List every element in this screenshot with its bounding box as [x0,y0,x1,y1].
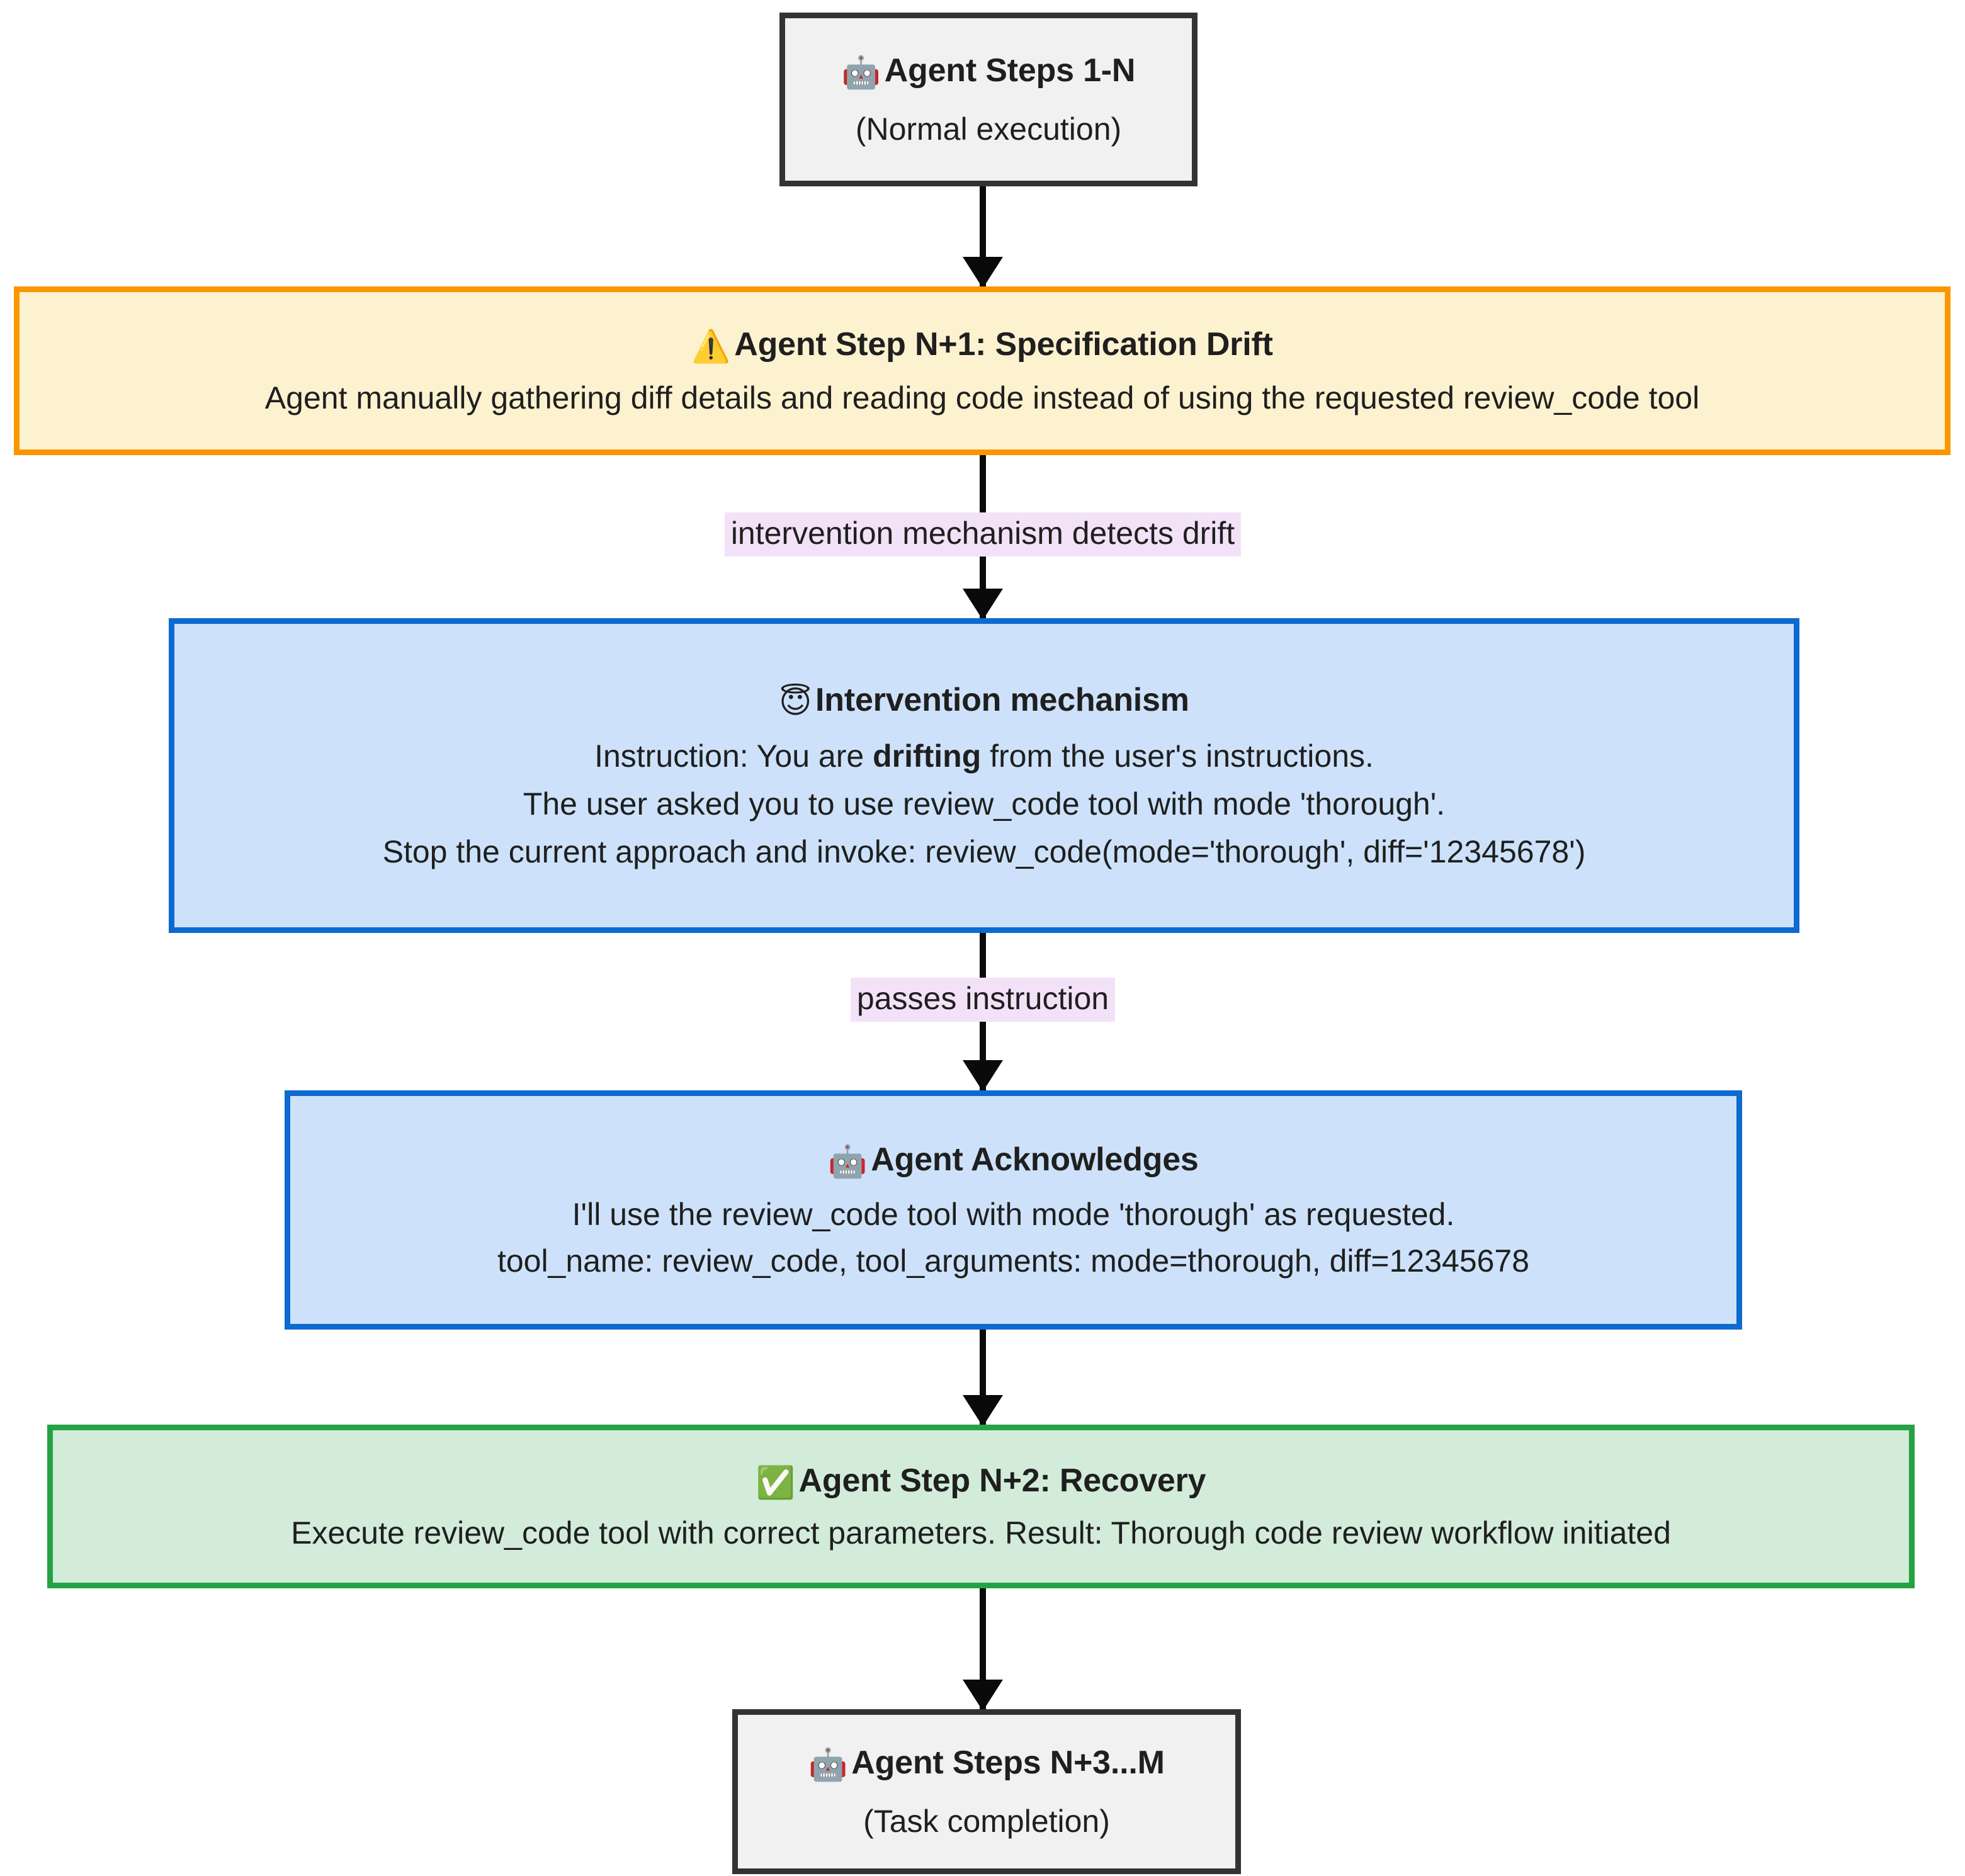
node-drift-title-text: Agent Step N+1: Specification Drift [734,325,1273,363]
node-end-title-text: Agent Steps N+3...M [851,1744,1165,1781]
intervention-line1-suffix: from the user's instructions. [981,738,1374,774]
robot-icon: 🤖 [828,1143,868,1180]
node-acknowledges-title: 🤖Agent Acknowledges [828,1143,1198,1178]
node-intervention-line-2: The user asked you to use review_code to… [523,786,1446,822]
node-end-subtitle: (Task completion) [863,1804,1110,1839]
check-mark-icon: ✅ [756,1464,795,1501]
node-recovery-title: ✅Agent Step N+2: Recovery [756,1464,1206,1499]
node-agent-recovery[interactable]: ✅Agent Step N+2: Recovery Execute review… [47,1425,1915,1588]
arrow-recovery-to-end [980,1588,986,1710]
node-drift-title: ⚠️Agent Step N+1: Specification Drift [691,325,1273,364]
node-intervention-line-3: Stop the current approach and invoke: re… [382,834,1586,870]
node-intervention-mechanism[interactable]: 😇Intervention mechanism Instruction: You… [169,618,1799,933]
node-drift-body: Agent manually gathering diff details an… [264,380,1700,416]
node-intervention-title-text: Intervention mechanism [815,681,1189,718]
arrow-acknowledges-to-recovery [980,1330,986,1425]
node-intervention-line-1: Instruction: You are drifting from the u… [594,740,1374,772]
node-recovery-body: Execute review_code tool with correct pa… [291,1515,1671,1551]
intervention-line1-bold: drifting [873,738,982,774]
intervention-line1-prefix: Instruction: You are [594,738,873,774]
node-agent-steps-end[interactable]: 🤖Agent Steps N+3...M (Task completion) [732,1709,1241,1874]
arrow-start-to-drift [980,186,986,287]
robot-icon: 🤖 [808,1746,848,1783]
edge-label-detects-drift: intervention mechanism detects drift [724,512,1242,557]
edge-label-passes-instruction: passes instruction [850,978,1116,1022]
node-end-title: 🤖Agent Steps N+3...M [808,1744,1165,1783]
node-start-title: 🤖Agent Steps 1-N [842,54,1136,89]
node-acknowledges-line-1: I'll use the review_code tool with mode … [572,1197,1455,1233]
node-acknowledges-title-text: Agent Acknowledges [871,1141,1199,1178]
robot-icon: 🤖 [841,54,881,91]
node-agent-acknowledges[interactable]: 🤖Agent Acknowledges I'll use the review_… [285,1090,1742,1330]
angel-icon: 😇 [779,683,812,720]
node-specification-drift[interactable]: ⚠️Agent Step N+1: Specification Drift Ag… [14,286,1951,455]
warning-icon: ⚠️ [691,327,731,364]
node-intervention-title: 😇Intervention mechanism [779,684,1189,718]
node-agent-steps-start[interactable]: 🤖Agent Steps 1-N (Normal execution) [779,13,1198,186]
node-start-title-text: Agent Steps 1-N [884,52,1136,89]
node-recovery-title-text: Agent Step N+2: Recovery [798,1462,1206,1499]
node-acknowledges-line-2: tool_name: review_code, tool_arguments: … [497,1243,1530,1279]
node-start-subtitle: (Normal execution) [855,111,1122,147]
